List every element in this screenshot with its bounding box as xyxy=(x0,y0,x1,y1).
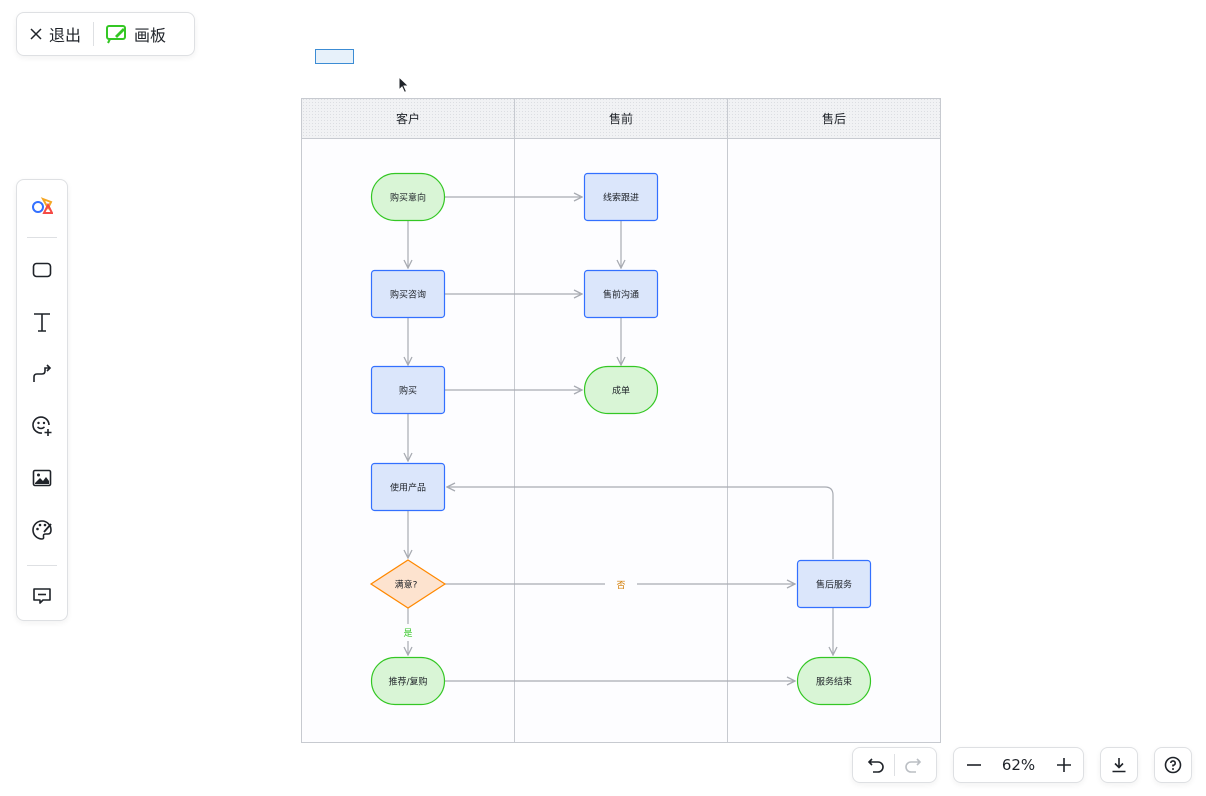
close-icon xyxy=(30,28,42,40)
toolbar-divider xyxy=(27,237,57,238)
node-deal[interactable]: 成单 xyxy=(583,365,659,415)
palette-icon xyxy=(32,520,52,540)
node-label: 成单 xyxy=(612,385,630,397)
lane-title-customer[interactable]: 客户 xyxy=(396,111,420,126)
minus-icon xyxy=(966,764,981,766)
process-shape xyxy=(583,172,659,222)
node-label: 购买意向 xyxy=(390,192,426,204)
edge-label-yes: 是 xyxy=(403,628,412,639)
terminator-shape xyxy=(583,365,659,415)
node-recommend[interactable]: 推荐/复购 xyxy=(370,656,446,706)
decision-shape xyxy=(369,559,447,609)
divider xyxy=(894,754,895,776)
sticker-icon xyxy=(32,416,52,436)
history-controls xyxy=(852,747,937,783)
zoom-controls: 62% xyxy=(953,747,1084,783)
node-use-product[interactable]: 使用产品 xyxy=(370,462,446,512)
node-label: 满意? xyxy=(395,579,418,591)
terminator-shape xyxy=(370,172,446,222)
node-lead-follow[interactable]: 线索跟进 xyxy=(583,172,659,222)
mouse-cursor-icon xyxy=(398,76,410,94)
node-label: 购买 xyxy=(399,385,417,397)
download-button[interactable] xyxy=(1100,747,1138,783)
node-satisfied-decision[interactable]: 满意? xyxy=(369,559,447,609)
plus-icon xyxy=(1056,758,1071,772)
node-label: 推荐/复购 xyxy=(388,676,427,688)
node-purchase-consult[interactable]: 购买咨询 xyxy=(370,269,446,319)
help-button[interactable] xyxy=(1154,747,1192,783)
board-label: 画板 xyxy=(134,26,167,45)
palette-tool[interactable] xyxy=(22,510,62,550)
comment-icon xyxy=(33,588,51,604)
lane-header-bar xyxy=(301,98,941,139)
node-label: 使用产品 xyxy=(390,482,426,494)
edges xyxy=(408,197,833,681)
exit-button[interactable]: 退出 xyxy=(17,13,93,55)
node-aftersale-service[interactable]: 售后服务 xyxy=(796,559,872,609)
selection-box xyxy=(315,49,354,64)
node-label: 售后服务 xyxy=(816,579,852,591)
download-icon xyxy=(1112,758,1126,773)
help-icon xyxy=(1164,756,1182,774)
shapes-library-icon xyxy=(32,197,53,214)
lane-title-aftersale[interactable]: 售后 xyxy=(822,111,846,126)
node-label: 服务结束 xyxy=(816,676,852,688)
image-tool[interactable] xyxy=(22,458,62,498)
exit-label: 退出 xyxy=(49,26,82,45)
process-shape xyxy=(796,559,872,609)
terminator-shape xyxy=(796,656,872,706)
edge-service-to-use[interactable] xyxy=(447,487,834,559)
edge-label-no: 否 xyxy=(616,580,625,591)
toolbar-divider xyxy=(27,565,57,566)
zoom-in-button[interactable] xyxy=(1046,747,1082,783)
node-purchase[interactable]: 购买 xyxy=(370,365,446,415)
undo-button[interactable] xyxy=(858,747,894,783)
rectangle-tool[interactable] xyxy=(22,250,62,290)
connector-tool[interactable] xyxy=(22,354,62,394)
zoom-out-button[interactable] xyxy=(956,747,992,783)
rectangle-icon xyxy=(32,262,52,278)
redo-button[interactable] xyxy=(895,747,931,783)
node-label: 购买咨询 xyxy=(390,289,426,301)
lane-title-presale[interactable]: 售前 xyxy=(609,111,633,126)
left-toolbar xyxy=(16,179,68,621)
terminator-shape xyxy=(370,656,446,706)
process-shape xyxy=(583,269,659,319)
image-icon xyxy=(32,469,52,487)
process-shape xyxy=(370,462,446,512)
process-shape xyxy=(370,269,446,319)
text-icon xyxy=(34,313,50,332)
text-tool[interactable] xyxy=(22,302,62,342)
node-service-end[interactable]: 服务结束 xyxy=(796,656,872,706)
node-presale-comm[interactable]: 售前沟通 xyxy=(583,269,659,319)
whiteboard-icon xyxy=(106,25,127,44)
topbar-divider xyxy=(93,22,95,46)
comment-tool[interactable] xyxy=(22,576,62,616)
node-label: 售前沟通 xyxy=(603,289,639,301)
shapes-library-button[interactable] xyxy=(22,186,62,226)
top-bar: 退出 画板 xyxy=(16,12,195,56)
redo-icon xyxy=(905,758,922,773)
sticker-tool[interactable] xyxy=(22,406,62,446)
node-label: 线索跟进 xyxy=(603,192,639,204)
connector-icon xyxy=(33,364,52,382)
zoom-level[interactable]: 62% xyxy=(1001,756,1036,774)
undo-icon xyxy=(867,758,884,773)
node-purchase-intent[interactable]: 购买意向 xyxy=(370,172,446,222)
process-shape xyxy=(370,365,446,415)
board-button[interactable]: 画板 xyxy=(94,13,178,55)
